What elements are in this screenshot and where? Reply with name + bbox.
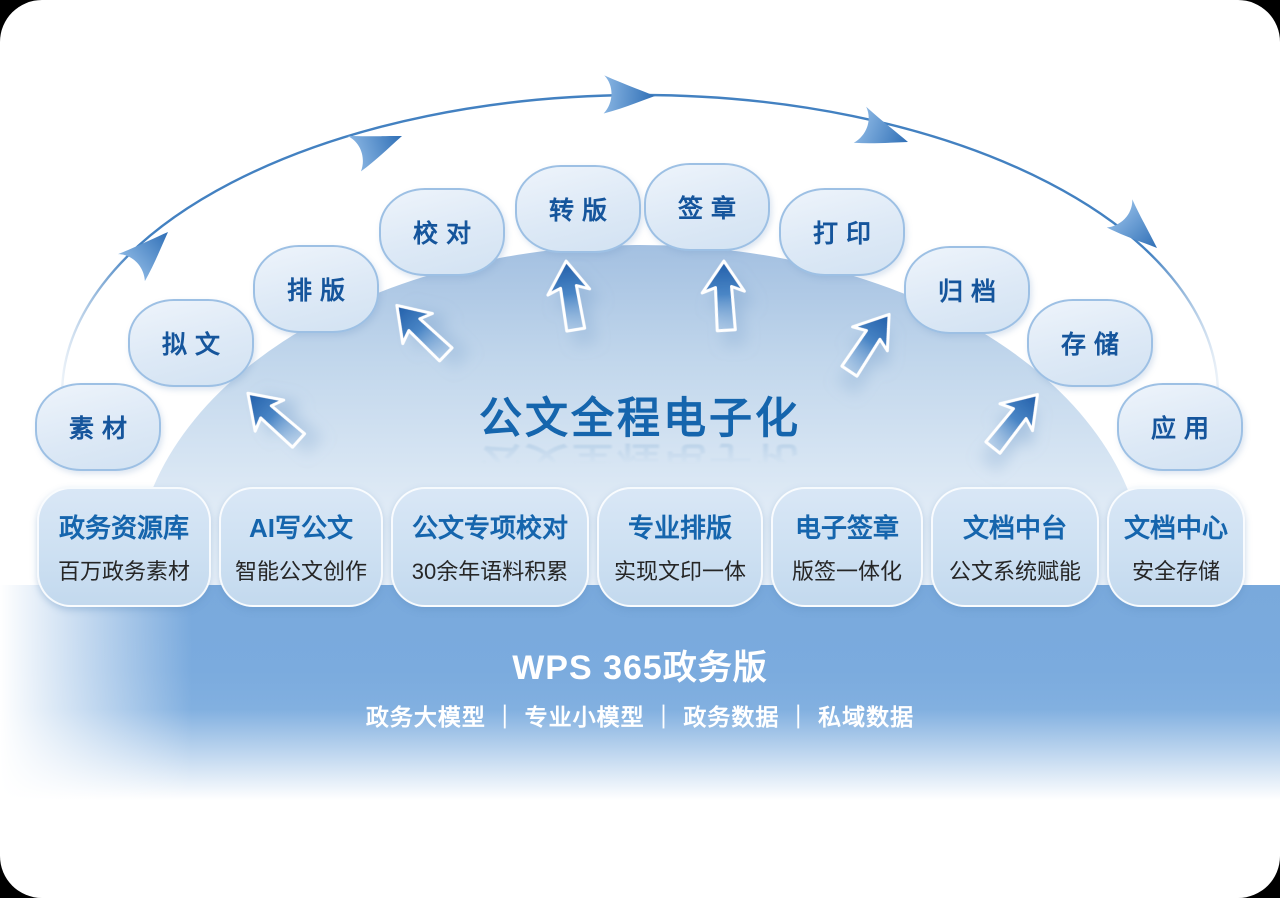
stage-bubble: 拟文 (128, 299, 254, 387)
feature-title: 文档中心 (1123, 513, 1228, 543)
arc-flow-arrowhead-icon (601, 75, 657, 117)
feature-card: 电子签章 版签一体化 (771, 487, 923, 607)
feature-subtitle: 版签一体化 (791, 559, 902, 584)
stage-bubble: 签章 (644, 163, 770, 251)
page-title-reflection: 公文全程电子化 (479, 439, 801, 480)
stage-label: 转版 (548, 197, 615, 225)
stage-bubble: 校对 (379, 188, 505, 276)
stage-label: 素材 (68, 415, 135, 443)
feature-card: 专业排版 实现文印一体 (597, 487, 763, 607)
feature-card: 政务资源库 百万政务素材 (37, 487, 211, 607)
feature-card: 文档中心 安全存储 (1107, 487, 1245, 607)
arc-flow-arrowhead-icon (347, 119, 409, 173)
stage-bubble: 打印 (779, 188, 905, 276)
stage-label: 应用 (1150, 415, 1217, 443)
product-banner-title: WPS 365政务版 (512, 649, 768, 687)
product-banner-subtitle: 政务大模型 ｜ 专业小模型 ｜ 政务数据 ｜ 私域数据 (365, 704, 915, 730)
stage-label: 打印 (812, 220, 879, 248)
feature-subtitle: 公文系统赋能 (948, 559, 1081, 584)
feature-subtitle: 安全存储 (1131, 559, 1220, 584)
stage-bubble: 排版 (253, 245, 379, 333)
feature-subtitle: 智能公文创作 (234, 559, 367, 584)
stage-label: 校对 (412, 220, 479, 248)
stage-label: 签章 (677, 195, 744, 223)
stage-label: 归档 (937, 278, 1004, 306)
feature-card: 文档中台 公文系统赋能 (931, 487, 1099, 607)
arc-flow-arrowhead-icon (851, 106, 915, 162)
stage-bubble: 转版 (515, 165, 641, 253)
stage-label: 排版 (286, 277, 353, 305)
stage-label: 拟文 (161, 331, 228, 359)
cursor-up-arrow-icon (698, 258, 748, 334)
arc-flow-arrowhead-icon (1105, 199, 1170, 263)
feature-title: 公文专项校对 (411, 513, 568, 543)
feature-title: AI写公文 (248, 513, 353, 543)
arc-flow-arrowhead-icon (117, 219, 183, 283)
cursor-up-arrow-icon (827, 300, 908, 384)
stage-bubble: 归档 (904, 246, 1030, 334)
stage-label: 存储 (1060, 331, 1127, 359)
cursor-up-arrow-icon (380, 289, 461, 374)
product-banner: WPS 365政务版 政务大模型 ｜ 专业小模型 ｜ 政务数据 ｜ 私域数据 (0, 585, 1280, 800)
feature-subtitle: 百万政务素材 (57, 559, 190, 584)
feature-card: AI写公文 智能公文创作 (219, 487, 383, 607)
stage-bubble: 存储 (1027, 299, 1153, 387)
feature-subtitle: 实现文印一体 (613, 559, 746, 584)
feature-title: 政务资源库 (58, 513, 189, 543)
feature-title: 专业排版 (627, 513, 732, 543)
feature-title: 电子签章 (794, 513, 899, 543)
feature-subtitle: 30余年语料积累 (411, 559, 569, 584)
feature-title: 文档中台 (962, 513, 1067, 543)
cursor-up-arrow-icon (544, 258, 594, 334)
feature-card: 公文专项校对 30余年语料积累 (391, 487, 589, 607)
